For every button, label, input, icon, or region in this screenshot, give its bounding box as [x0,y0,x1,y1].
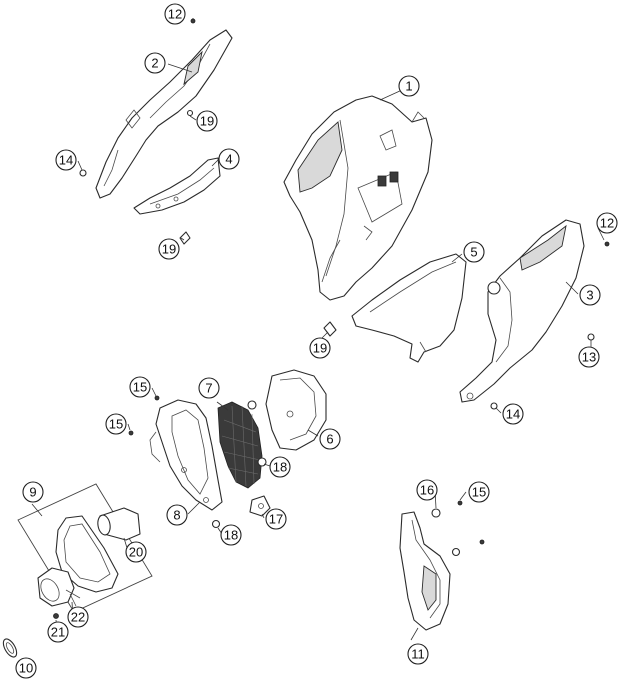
left-side-cover-upper [95,29,233,199]
callout-14-left-label: 14 [59,153,73,168]
callout-19-center: 19 [309,337,331,359]
callout-3-label: 3 [586,288,593,303]
callout-16: 16 [416,479,438,501]
filter-cage-part [149,399,223,511]
callout-4: 4 [218,148,240,170]
callout-19-upper: 19 [196,110,218,132]
callout-20-label: 20 [129,545,143,560]
callout-15-upper: 15 [129,376,151,398]
callout-1: 1 [398,75,420,97]
callout-19-left: 19 [158,238,180,260]
callout-14-right-label: 14 [506,407,520,422]
callout-18-lower: 18 [220,524,242,546]
callout-11: 11 [407,643,429,665]
callout-16-label: 16 [420,483,434,498]
callout-12-right-label: 12 [600,216,614,231]
callout-15-upper-label: 15 [133,380,147,395]
callout-11-label: 11 [411,647,425,662]
callout-1-label: 1 [405,79,412,94]
callout-9: 9 [22,481,44,503]
callout-21-label: 21 [51,625,65,640]
callout-6-label: 6 [326,432,333,447]
callout-19-center-label: 19 [313,341,327,356]
callout-5-label: 5 [470,245,477,260]
callout-15-lower-label: 15 [109,417,123,432]
callout-2: 2 [144,52,166,74]
filter-cover-part [265,369,327,451]
lower-guard-part [399,511,451,631]
callout-20: 20 [125,541,147,563]
air-filter-part [217,401,263,489]
callout-14-right: 14 [502,403,524,425]
callout-13: 13 [578,346,600,368]
callout-12-top: 12 [164,3,186,25]
callout-21: 21 [47,621,69,643]
callout-8: 8 [166,504,188,526]
callout-18-right-label: 18 [273,460,287,475]
callout-10: 10 [15,657,37,679]
fasteners [79,18,610,557]
callout-13-label: 13 [582,350,596,365]
callout-2-label: 2 [151,56,158,71]
callout-9-label: 9 [29,485,36,500]
callout-19-left-label: 19 [162,242,176,257]
callout-17: 17 [265,508,287,530]
callout-6: 6 [319,428,341,450]
clip-part [249,495,271,517]
callout-3: 3 [579,284,601,306]
ring-part [2,638,18,658]
callout-22: 22 [67,606,89,628]
callout-12-right: 12 [596,212,618,234]
callout-15-right: 15 [468,481,490,503]
callout-5: 5 [463,241,485,263]
callout-7: 7 [198,377,220,399]
side-panel-middle [351,253,467,363]
callout-15-right-label: 15 [472,485,486,500]
intake-kit-group [17,483,153,619]
left-bracket-part [133,157,221,215]
callout-14-left: 14 [55,149,77,171]
callout-4-label: 4 [225,152,232,167]
callout-7-label: 7 [205,381,212,396]
callout-22-label: 22 [71,610,85,625]
callout-18-lower-label: 18 [224,528,238,543]
callout-17-label: 17 [269,512,283,527]
callout-18-right: 18 [269,456,291,478]
callout-10-label: 10 [19,661,33,676]
callout-15-lower: 15 [105,413,127,435]
callout-8-label: 8 [173,508,180,523]
airbox-center-part [283,95,433,301]
callout-12-top-label: 12 [168,7,182,22]
callout-19-upper-label: 19 [200,114,214,129]
